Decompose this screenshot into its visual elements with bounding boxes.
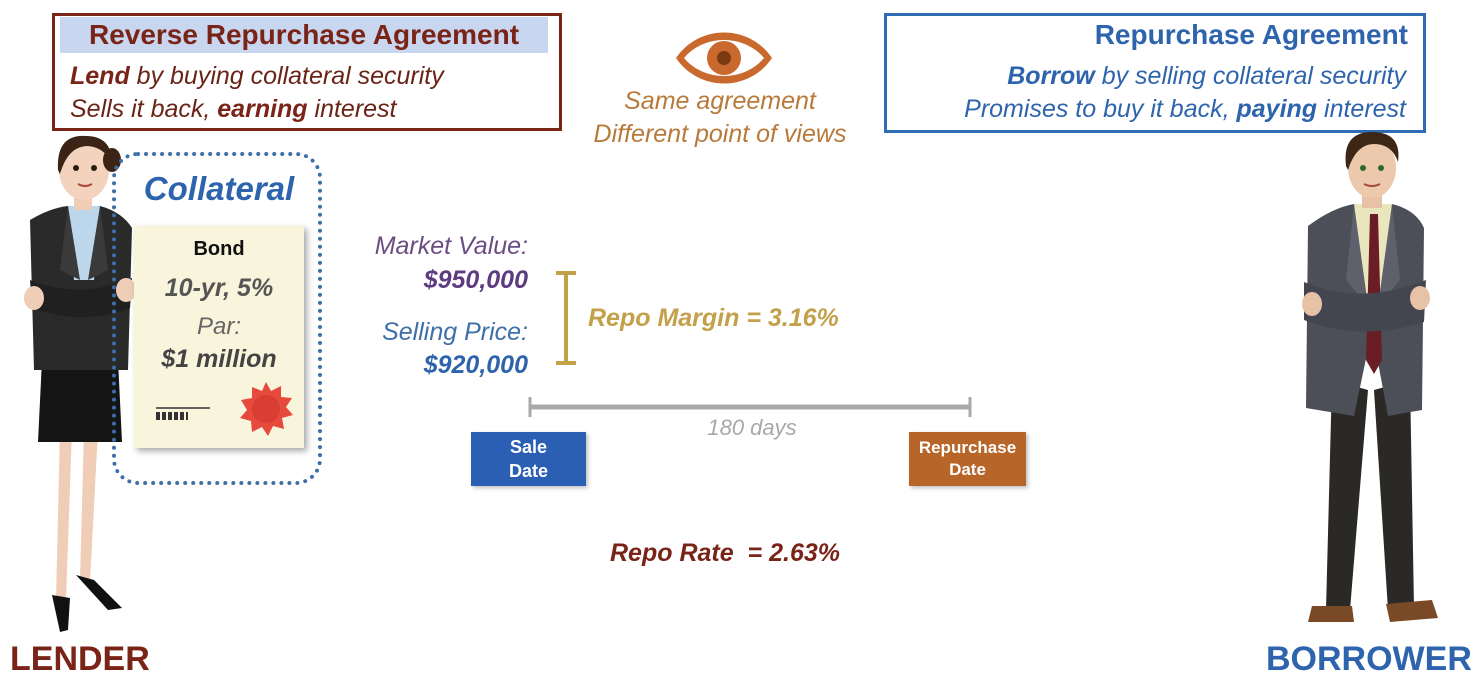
margin-bracket (556, 271, 576, 365)
sale-date-line-2: Date (508, 461, 548, 481)
repo-borrow: Borrow (1007, 62, 1095, 90)
reverse-repo-earning: earning (217, 95, 308, 123)
selling-price: $920,000 (423, 351, 528, 379)
bond-terms: 10-yr, 5% (164, 274, 274, 302)
repo-rate: Repo Rate = 2.63% (560, 539, 890, 568)
repurchase-date-box: Repurchase Date (909, 432, 1026, 486)
repo-line-1-rest: by selling collateral security (1094, 62, 1406, 90)
reverse-repo-line-1: Lend by buying collateral security (70, 62, 444, 91)
repo-title: Repurchase Agreement (1094, 19, 1408, 50)
collateral-box (112, 152, 322, 485)
reverse-repo-line-2-post: interest (307, 95, 397, 123)
eye-icon (676, 32, 772, 84)
selling-price-label: Selling Price: (382, 318, 528, 346)
repo-paying: paying (1236, 95, 1318, 123)
lender-figure (24, 135, 136, 632)
sale-date-line-1: Sale (509, 437, 548, 457)
same-agreement-text: Same agreement (624, 87, 816, 115)
reverse-repo-line-1-rest: by buying collateral security (129, 62, 444, 90)
repo-margin-value: = 3.16% (746, 304, 839, 332)
repo-rate-value: = 2.63% (747, 539, 840, 567)
repo-box (884, 13, 1426, 133)
repo-line-2-post: interest (1317, 95, 1406, 123)
collateral-title: Collateral (143, 170, 295, 207)
borrower-figure (1302, 132, 1438, 622)
repo-line-2: Promises to buy it back, paying interest (964, 95, 1406, 124)
par-label: Par: (196, 313, 241, 340)
borrower-label: BORROWER (1266, 640, 1472, 678)
repo-line-2-pre: Promises to buy it back, (964, 95, 1237, 123)
par-value: $1 million (161, 345, 277, 373)
reverse-repo-lend: Lend (70, 62, 130, 90)
repurchase-date-line-1: Repurchase (918, 438, 1017, 457)
repo-line-1: Borrow by selling collateral security (1007, 62, 1406, 91)
timeline-bar (528, 397, 972, 417)
bond-label: Bond (193, 238, 245, 260)
different-views-text: Different point of views (593, 120, 847, 148)
market-value-label: Market Value: (374, 232, 528, 260)
repurchase-date-line-2: Date (949, 460, 986, 479)
repo-margin-label: Repo Margin (588, 304, 740, 332)
reverse-repo-line-2-pre: Sells it back, (70, 95, 218, 123)
lender-label: LENDER (10, 640, 150, 678)
seal-icon (240, 382, 293, 436)
market-value: $950,000 (423, 266, 528, 294)
reverse-repo-box (52, 13, 562, 131)
duration-label: 180 days (707, 415, 797, 440)
signature-line-icon (156, 407, 210, 420)
repo-margin: Repo Margin = 3.16% (588, 304, 839, 333)
reverse-repo-line-2: Sells it back, earning interest (70, 95, 397, 124)
reverse-repo-title: Reverse Repurchase Agreement (60, 17, 548, 53)
sale-date-box: Sale Date (471, 432, 586, 486)
repo-rate-label: Repo Rate (610, 539, 734, 567)
